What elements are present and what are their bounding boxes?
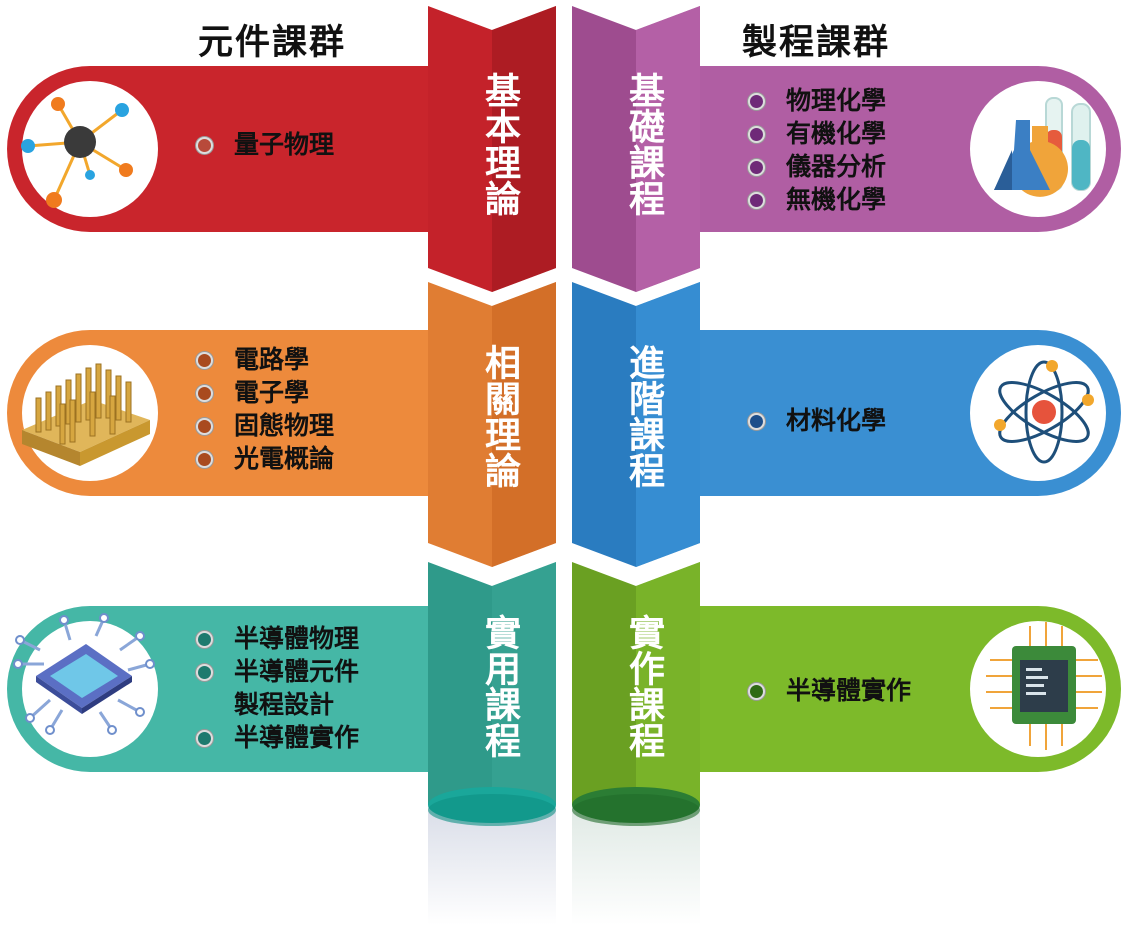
label-hands-on-courses: 實作課程 [623,614,664,758]
cpu-icon [986,622,1102,750]
bullet-icon [196,385,213,402]
label-basic-theory: 基本理論 [479,72,520,216]
right-column [572,6,700,826]
list-item: 電路學 [196,343,334,376]
list-item: 半導體元件 [196,655,359,688]
bullet-icon [196,664,213,681]
bullet-icon [196,137,213,154]
left-bar-1-items: 量子物理 [196,128,334,161]
right-bar-2-items: 材料化學 [748,404,886,437]
list-item: 材料化學 [748,404,886,437]
list-item: 半導體物理 [196,622,359,655]
label-advanced-courses: 進階課程 [623,344,664,488]
left-bar-3-items: 半導體物理 半導體元件 製程設計 半導體實作 [196,622,359,754]
bullet-icon [748,126,765,143]
bullet-icon [748,683,765,700]
list-item: 光電概論 [196,442,334,475]
bullet-icon [196,730,213,747]
bullet-icon [196,352,213,369]
list-item-continuation: 製程設計 [234,690,335,719]
bullet-icon [748,192,765,209]
left-bar-2-items: 電路學 電子學 固態物理 光電概論 [196,343,334,475]
chip-icon [13,613,155,735]
list-item: 物理化學 [748,84,886,117]
list-item: 量子物理 [196,128,334,161]
bullet-icon [196,451,213,468]
list-item: 半導體實作 [748,674,911,707]
list-item: 無機化學 [748,183,886,216]
bullet-icon [196,631,213,648]
list-item: 半導體實作 [196,721,359,754]
left-group-header: 元件課群 [198,23,347,63]
bullet-icon [196,418,213,435]
left-column [428,6,556,826]
list-item: 電子學 [196,376,334,409]
list-item: 有機化學 [748,117,886,150]
right-group-header: 製程課群 [742,23,891,63]
label-foundation-courses: 基礎課程 [623,72,664,216]
label-related-theory: 相關理論 [479,344,520,488]
atom-icon [994,360,1094,464]
flask-icon [994,97,1091,197]
label-practical-courses: 實用課程 [479,614,520,758]
bullet-icon [748,93,765,110]
list-item: 儀器分析 [748,150,886,183]
bullet-icon [748,159,765,176]
molecule-icon [21,97,133,208]
right-bar-1-items: 物理化學 有機化學 儀器分析 無機化學 [748,84,886,216]
heatsink-icon [22,363,150,466]
list-item: 固態物理 [196,409,334,442]
bullet-icon [748,413,765,430]
right-bar-3-items: 半導體實作 [748,674,911,707]
